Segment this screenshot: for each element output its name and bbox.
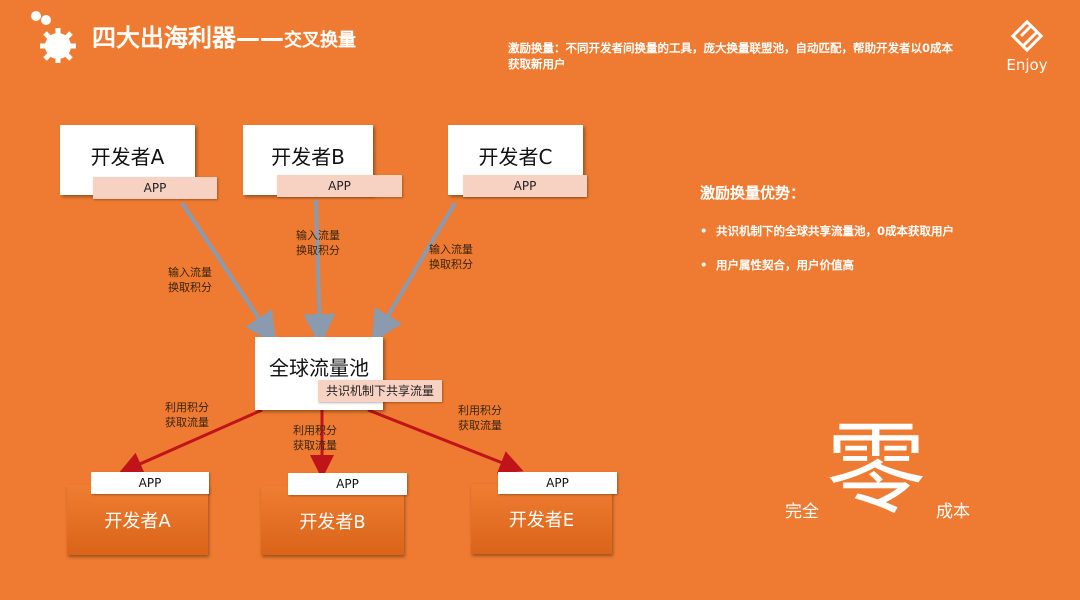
input-arrow-b bbox=[303, 199, 336, 346]
source-app-c: APP bbox=[463, 175, 587, 197]
advantage-item: •共识机制下的全球共享流量池，0成本获取用户 bbox=[700, 224, 954, 238]
output-label-b: 利用积分 获取流量 bbox=[293, 424, 337, 452]
slogan-right: 成本 bbox=[936, 502, 970, 522]
input-label-a: 输入流量 换取积分 bbox=[168, 266, 212, 294]
target-developer-b: 开发者B bbox=[261, 486, 404, 555]
gears-icon bbox=[31, 11, 76, 63]
target-app-e: APP bbox=[498, 472, 617, 494]
output-label-a: 利用积分 获取流量 bbox=[165, 401, 209, 429]
source-app-a: APP bbox=[93, 177, 217, 199]
description: 激励换量：不同开发者间换量的工具，庞大换量联盟池，自动匹配，帮助开发者以0成本获… bbox=[508, 41, 953, 71]
arrows bbox=[118, 199, 524, 479]
slogan-left: 完全 bbox=[785, 502, 819, 522]
page-title: 四大出海利器——交叉换量 bbox=[92, 24, 356, 52]
output-label-e: 利用积分 获取流量 bbox=[458, 404, 502, 432]
slogan-zero: 零 bbox=[826, 411, 926, 528]
target-developer-a: 开发者A bbox=[67, 485, 208, 555]
target-developer-e: 开发者E bbox=[471, 484, 612, 554]
logo-mark-icon bbox=[1010, 19, 1044, 53]
target-app-a: APP bbox=[91, 472, 209, 494]
output-arrow-a bbox=[118, 408, 263, 475]
input-label-c: 输入流量 换取积分 bbox=[429, 243, 473, 271]
input-arrow-c bbox=[371, 201, 457, 343]
input-arrow-a bbox=[180, 201, 277, 345]
pool-tag: 共识机制下共享流量 bbox=[318, 380, 442, 402]
output-arrow-e bbox=[367, 408, 524, 474]
advantage-item: •用户属性契合，用户价值高 bbox=[700, 258, 854, 272]
page-subtitle: 交叉换量 bbox=[284, 30, 356, 51]
input-label-b: 输入流量 换取积分 bbox=[296, 229, 340, 257]
source-app-b: APP bbox=[277, 175, 402, 197]
advantages-list: •共识机制下的全球共享流量池，0成本获取用户 •用户属性契合，用户价值高 bbox=[700, 214, 960, 282]
target-app-b: APP bbox=[288, 473, 407, 495]
enjoy-logo: Enjoy bbox=[1002, 18, 1052, 74]
advantages-title: 激励换量优势： bbox=[700, 184, 806, 202]
